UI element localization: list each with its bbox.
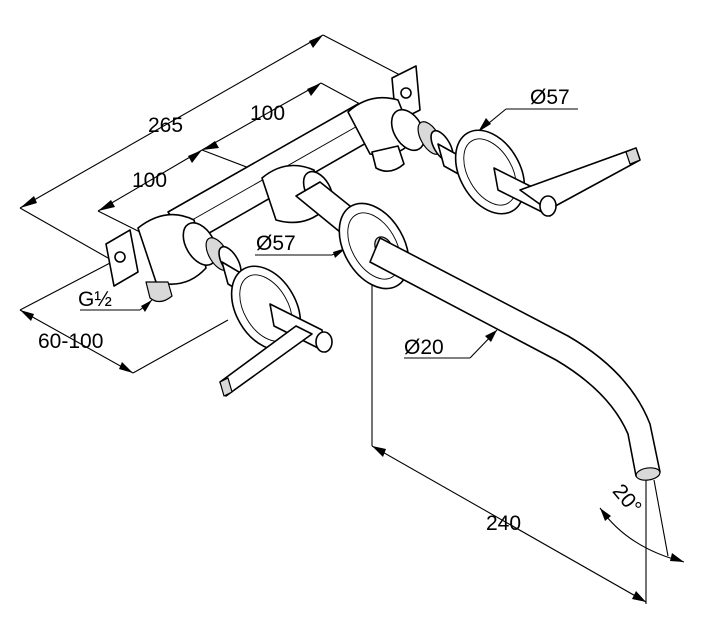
label-spout-reach: 240 (486, 512, 521, 535)
label-overall-width: 265 (148, 114, 183, 137)
label-rosette-center: Ø57 (256, 232, 296, 255)
left-handle (219, 261, 333, 397)
label-spout-angle: 20° (608, 480, 646, 519)
spout (295, 181, 661, 481)
label-spacing-left: 100 (132, 169, 167, 192)
label-spacing-right: 100 (250, 102, 285, 125)
label-wall-depth: 60-100 (38, 330, 103, 353)
label-spout-diameter: Ø20 (404, 336, 444, 359)
label-rosette-right: Ø57 (530, 86, 570, 109)
concealed-body (105, 65, 454, 303)
right-handle (437, 129, 641, 217)
label-connection-thread: G½ (78, 288, 112, 311)
